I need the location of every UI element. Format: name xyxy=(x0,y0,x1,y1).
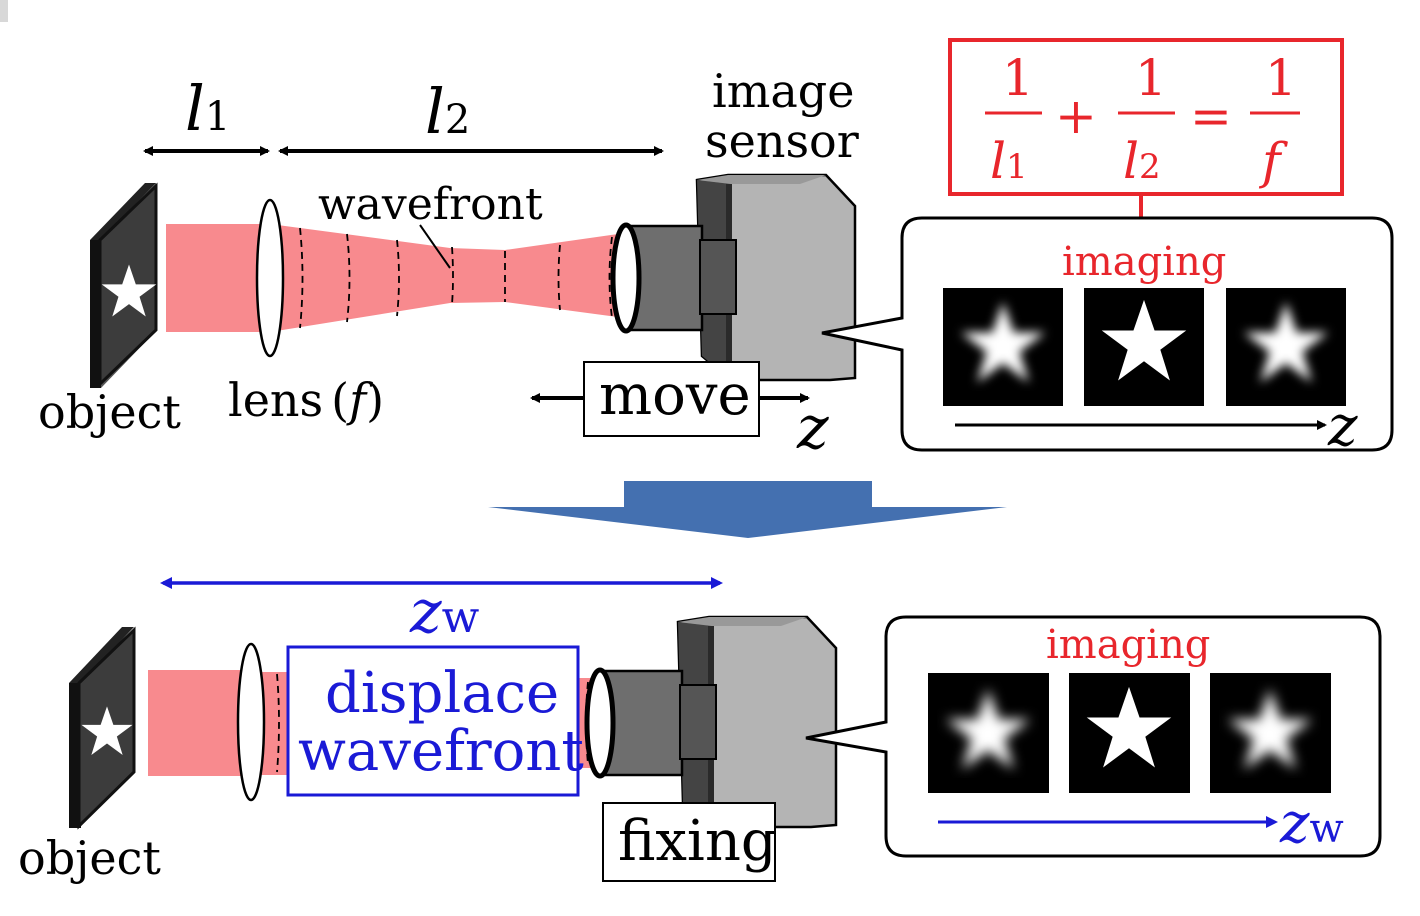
light-beam xyxy=(166,224,625,332)
move-box xyxy=(583,361,760,437)
svg-text:=: = xyxy=(1190,87,1232,145)
displace-label-line2: wavefront xyxy=(298,719,584,784)
object-label: object xyxy=(38,385,181,439)
l2-label: l2 xyxy=(425,75,470,148)
l1-label: l1 xyxy=(185,72,230,145)
bottom-imaging-label: imaging xyxy=(1046,622,1210,668)
wavefront-pointer xyxy=(419,224,451,269)
transition-arrow xyxy=(488,481,1007,538)
image-sensor xyxy=(610,173,857,382)
image-sensor-label-line2: sensor xyxy=(705,114,859,168)
lens-label: lens(f) xyxy=(228,373,384,427)
svg-text:1: 1 xyxy=(1265,49,1297,107)
top-imaging-label: imaging xyxy=(1062,239,1226,285)
corner-mark xyxy=(0,0,8,22)
bottom-panel-axis-label: zw xyxy=(1279,791,1344,856)
bottom-image-sensor xyxy=(584,615,838,829)
svg-text:l2: l2 xyxy=(1123,132,1161,190)
image-sensor-label-line1: image xyxy=(712,64,854,118)
bottom-section: zw object displace wavefront xyxy=(18,577,1382,885)
bottom-object-plate xyxy=(69,626,136,830)
displace-label-line1: displace xyxy=(325,661,559,726)
wavefront-label: wavefront xyxy=(318,179,543,230)
svg-text:1: 1 xyxy=(1002,49,1034,107)
top-panel-axis-label: z xyxy=(1327,394,1358,459)
bottom-lens xyxy=(236,642,266,802)
top-section: l1 l2 image sensor object xyxy=(38,38,1394,463)
fixing-box xyxy=(602,802,776,882)
lens xyxy=(255,198,285,358)
fixing-label: fixing xyxy=(618,809,777,874)
bottom-object-label: object xyxy=(18,831,161,885)
lens-formula: 1 l1 + 1 l2 = 1 f xyxy=(948,38,1344,237)
move-label: move xyxy=(599,363,751,428)
svg-text:l1: l1 xyxy=(990,132,1028,190)
z-axis-label: z xyxy=(796,393,829,463)
formula-box xyxy=(948,38,1344,196)
displace-wavefront-box xyxy=(286,645,580,797)
bottom-imaging-panel: imaging zw xyxy=(805,615,1382,858)
object-plate xyxy=(90,182,158,388)
top-imaging-panel: imaging z xyxy=(821,216,1394,459)
zw-label: zw xyxy=(409,577,480,647)
wavefront-lines xyxy=(299,227,613,329)
bottom-light-beam xyxy=(148,670,251,776)
svg-text:+: + xyxy=(1055,87,1097,145)
svg-text:1: 1 xyxy=(1135,49,1167,107)
